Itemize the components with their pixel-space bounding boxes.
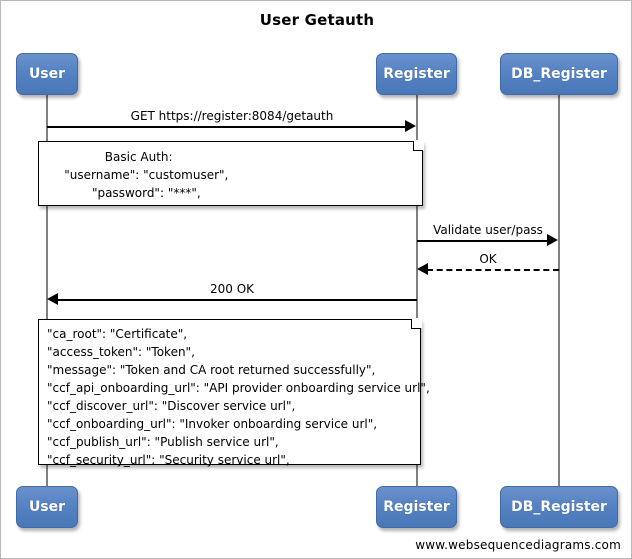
- footer-watermark: www.websequencediagrams.com: [415, 538, 621, 552]
- arrow-head-right-icon: [405, 120, 416, 132]
- message-line-ok: [427, 269, 559, 271]
- participant-label: Register: [383, 499, 450, 515]
- note-basic-auth-text: Basic Auth: "username": "customuser", "p…: [64, 150, 229, 200]
- participant-bottom-db-register[interactable]: DB_Register: [500, 486, 618, 528]
- arrow-head-right-icon: [547, 234, 558, 246]
- note-fold-corner-icon: [411, 318, 422, 329]
- message-label-get-getauth: GET https://register:8084/getauth: [130, 109, 334, 123]
- message-line-200-ok: [58, 299, 417, 301]
- participant-label: User: [28, 499, 66, 515]
- page-title: User Getauth: [259, 11, 375, 29]
- participant-label: User: [28, 66, 66, 82]
- note-fold-corner-icon: [413, 140, 424, 151]
- lifeline-db-register: [558, 95, 560, 486]
- message-line-validate-user-pass: [417, 240, 549, 242]
- arrow-head-left-icon: [47, 293, 58, 305]
- lifeline-user: [46, 95, 48, 486]
- participant-bottom-register[interactable]: Register: [376, 486, 457, 528]
- message-label-validate-user-pass: Validate user/pass: [433, 223, 543, 237]
- note-token-response-text: "ca_root": "Certificate", "access_token"…: [47, 327, 430, 467]
- participant-label: DB_Register: [511, 66, 607, 82]
- participant-top-db-register[interactable]: DB_Register: [500, 53, 618, 95]
- participant-label: Register: [383, 66, 450, 82]
- message-line-get-getauth: [47, 126, 407, 128]
- arrow-head-left-icon: [417, 263, 428, 275]
- lifeline-register: [416, 95, 418, 486]
- participant-top-register[interactable]: Register: [376, 53, 457, 95]
- participant-bottom-user[interactable]: User: [16, 486, 78, 528]
- participant-label: DB_Register: [511, 499, 607, 515]
- note-basic-auth: Basic Auth: "username": "customuser", "p…: [38, 140, 424, 206]
- message-label-ok: OK: [479, 252, 497, 266]
- note-token-response: "ca_root": "Certificate", "access_token"…: [38, 318, 430, 467]
- message-label-200-ok: 200 OK: [209, 282, 255, 296]
- participant-top-user[interactable]: User: [16, 53, 78, 95]
